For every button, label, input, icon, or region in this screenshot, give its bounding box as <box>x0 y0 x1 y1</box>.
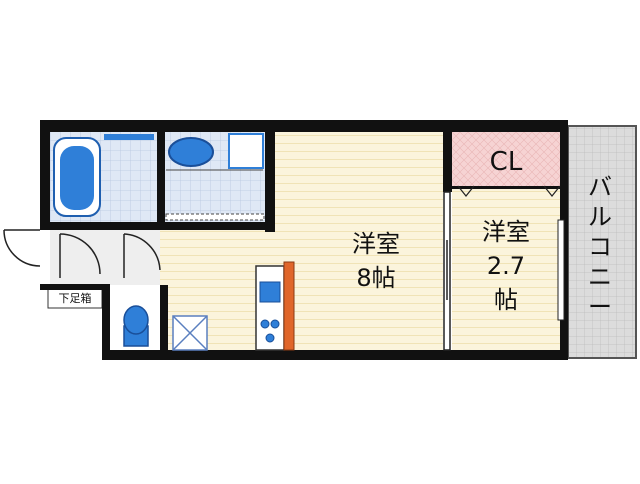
second-room-label: 洋室 <box>482 218 530 246</box>
balcony-label: バ ル コ ニ ー <box>588 173 612 321</box>
closet-doors <box>457 185 561 197</box>
storage-box <box>172 315 208 351</box>
closet-floor <box>452 132 560 186</box>
svg-text:ル: ル <box>588 203 612 231</box>
entrance-door <box>3 229 161 278</box>
second-room-size-unit: 帖 <box>494 286 518 314</box>
closet-label: CL <box>490 147 523 177</box>
main-room-size: 8帖 <box>356 264 395 292</box>
bathtub-basin <box>60 146 94 210</box>
shoe-box-label: 下足箱 <box>59 291 92 305</box>
second-room-floor <box>452 188 560 350</box>
main-room-label: 洋室 <box>352 230 400 258</box>
balcony-window <box>557 219 565 321</box>
svg-text:ニ: ニ <box>588 263 612 291</box>
svg-text:コ: コ <box>588 233 612 261</box>
svg-text:ー: ー <box>588 293 612 321</box>
second-room-size-number: 2.7 <box>487 252 525 280</box>
kitchen-sink <box>259 281 281 303</box>
stove <box>260 319 280 343</box>
entrance-floor <box>50 230 160 285</box>
svg-text:バ: バ <box>588 173 612 201</box>
kitchen-backsplash <box>283 261 295 351</box>
sliding-door <box>443 191 451 351</box>
washing-machine-space <box>228 133 264 169</box>
wash-basin <box>168 137 214 167</box>
toilet-bowl <box>123 305 149 335</box>
balcony <box>567 125 637 359</box>
shower-bar <box>104 134 154 140</box>
